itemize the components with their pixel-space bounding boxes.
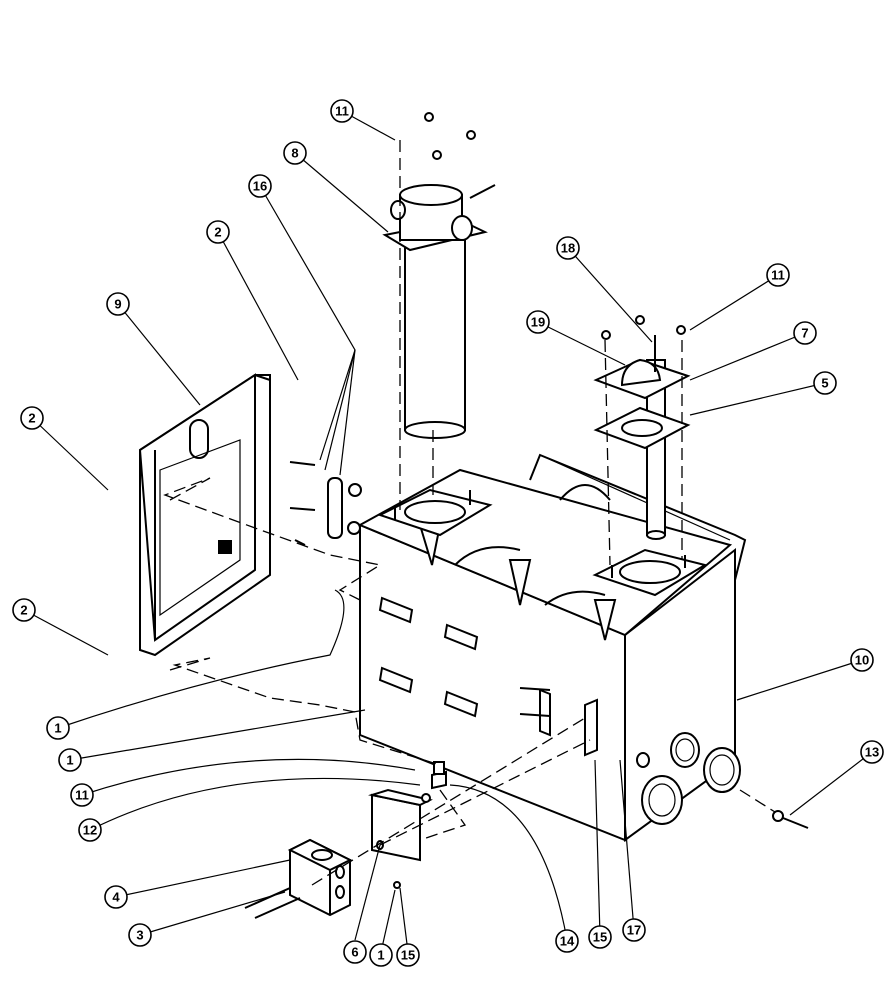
block-part — [244, 838, 353, 919]
svg-text:6: 6 — [351, 945, 358, 960]
svg-text:5: 5 — [821, 376, 828, 391]
svg-text:1: 1 — [66, 753, 73, 768]
svg-text:2: 2 — [214, 225, 221, 240]
svg-text:2: 2 — [28, 411, 35, 426]
callout-3: 3 — [128, 923, 152, 947]
rod-assembly-part — [593, 315, 691, 540]
svg-text:3: 3 — [136, 928, 143, 943]
main-box-part — [357, 453, 747, 842]
svg-text:14: 14 — [560, 934, 575, 949]
callout-11: 11 — [330, 99, 354, 123]
callout-2: 2 — [206, 220, 230, 244]
svg-text:11: 11 — [75, 788, 89, 803]
callout-11: 11 — [70, 783, 94, 807]
callout-17: 17 — [622, 918, 646, 942]
svg-text:13: 13 — [865, 745, 879, 760]
svg-text:1: 1 — [377, 948, 384, 963]
callout-15: 15 — [396, 943, 420, 967]
svg-text:9: 9 — [114, 297, 121, 312]
callout-12: 12 — [78, 818, 102, 842]
callout-11: 11 — [766, 263, 790, 287]
svg-text:16: 16 — [253, 179, 267, 194]
svg-text:10: 10 — [855, 653, 869, 668]
callout-16: 16 — [248, 174, 272, 198]
leader-lines — [23, 110, 873, 953]
callout-15: 15 — [588, 925, 612, 949]
svg-text:12: 12 — [83, 823, 97, 838]
callout-14: 14 — [555, 929, 579, 953]
svg-text:17: 17 — [627, 923, 641, 938]
svg-text:1: 1 — [54, 721, 61, 736]
mount-bracket-part — [368, 788, 433, 889]
svg-text:19: 19 — [531, 315, 545, 330]
callout-9: 9 — [106, 292, 130, 316]
callout-10: 10 — [850, 648, 874, 672]
callout-1: 1 — [58, 748, 82, 772]
svg-text:15: 15 — [401, 948, 415, 963]
svg-text:11: 11 — [771, 268, 785, 283]
callout-18: 18 — [556, 236, 580, 260]
callout-1: 1 — [369, 943, 393, 967]
svg-text:11: 11 — [335, 104, 349, 119]
front-bracket — [378, 596, 479, 718]
svg-text:18: 18 — [561, 241, 575, 256]
svg-text:4: 4 — [112, 890, 120, 905]
fitting-part — [431, 761, 809, 829]
assembly-lines — [163, 140, 776, 886]
callout-1: 1 — [46, 716, 70, 740]
callout-19: 19 — [526, 310, 550, 334]
callout-2: 2 — [12, 598, 36, 622]
callout-13: 13 — [860, 740, 884, 764]
callout-2: 2 — [20, 406, 44, 430]
callout-5: 5 — [813, 371, 837, 395]
callout-6: 6 — [343, 940, 367, 964]
cover-plate-part — [138, 373, 271, 657]
svg-text:2: 2 — [20, 603, 27, 618]
svg-text:8: 8 — [291, 146, 298, 161]
svg-text:7: 7 — [801, 326, 808, 341]
callout-8: 8 — [283, 141, 307, 165]
spacer-bracket-part — [289, 461, 362, 546]
filter-canister-part — [382, 112, 496, 439]
callout-7: 7 — [793, 321, 817, 345]
callout-4: 4 — [104, 885, 128, 909]
svg-text:15: 15 — [593, 930, 607, 945]
